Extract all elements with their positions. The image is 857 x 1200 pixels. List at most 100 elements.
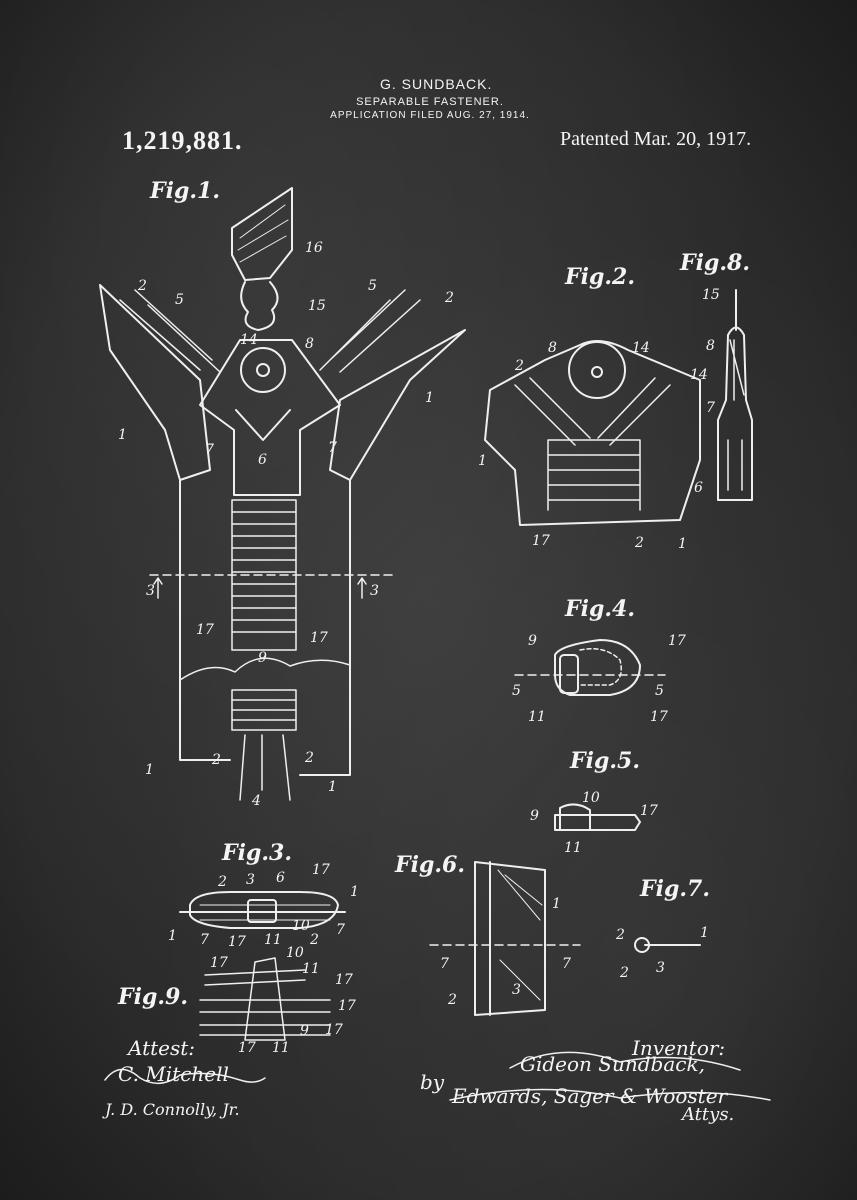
inventor-signature-scribble: [509, 1051, 741, 1071]
fig4-label: Fig.4.: [565, 596, 635, 622]
fig3-section: [189, 891, 339, 929]
fig1-pull-tab: [231, 187, 293, 281]
fig2-ref-17: 17: [532, 533, 550, 549]
fig5-tooth: [554, 814, 641, 831]
fig9-ref-9: 9: [300, 1023, 309, 1039]
inventor-signature: Gideon Sundback,: [520, 1052, 705, 1076]
fig2-ref-1-a: 1: [478, 453, 487, 469]
fig5-ref-10: 10: [582, 790, 600, 806]
ref-15: 15: [308, 298, 326, 314]
fig6-ref-7-b: 7: [562, 956, 571, 972]
fig1-right-teeth-arm: [319, 289, 421, 373]
fig1-left-tape: [99, 284, 231, 761]
fig1-break-line: [179, 657, 351, 681]
fig5-ref-17: 17: [640, 803, 658, 819]
fig9-ref-17-a: 17: [210, 955, 228, 971]
fig3-ref-17-a: 17: [312, 862, 330, 878]
ref-4: 4: [252, 793, 261, 809]
fig8-ref-8: 8: [706, 338, 715, 354]
fig4-ref-9: 9: [528, 633, 537, 649]
fig3-ref-6: 6: [276, 870, 285, 886]
fig2-slider-lug: [568, 341, 626, 399]
fig1-right-tape: [299, 329, 466, 776]
fig1-slider-throat: [235, 409, 291, 441]
witness2-signature: J. D. Connolly, Jr.: [105, 1100, 240, 1119]
fig4-ref-5-b: 5: [655, 683, 664, 699]
ref-17-a: 17: [196, 622, 214, 638]
fig1-slider-lug: [240, 347, 286, 393]
fig6-ref-2: 2: [448, 992, 457, 1008]
fig3-ref-10: 10: [292, 918, 310, 934]
fig4-ref-17-a: 17: [668, 633, 686, 649]
fig6-ref-7-a: 7: [440, 956, 449, 972]
ref-3-a: 3: [146, 583, 155, 599]
ref-2-a: 2: [138, 278, 147, 294]
fig4-ref-17-b: 17: [650, 709, 668, 725]
fig3-ref-17-b: 17: [228, 934, 246, 950]
ref-1-a: 1: [118, 427, 127, 443]
patent-number: 1,219,881.: [122, 126, 243, 155]
fig3-ref-2-b: 2: [310, 932, 319, 948]
ref-17-b: 17: [310, 630, 328, 646]
fig9-ref-17-e: 17: [238, 1040, 256, 1056]
fig3-jaw: [247, 899, 277, 923]
fig9-label: Fig.9.: [118, 984, 188, 1010]
fig6-label: Fig.6.: [395, 852, 465, 878]
fig9-tooth-3: [199, 1024, 331, 1036]
fig9-ref-17-b: 17: [335, 972, 353, 988]
ref-5-a: 5: [175, 292, 184, 308]
attys-label: Attys.: [682, 1104, 735, 1125]
fig9-ref-11-a: 11: [302, 961, 320, 977]
fig4-jaw: [559, 654, 579, 694]
fig4-hidden-lines: [579, 648, 622, 686]
fig9-ref-11-b: 11: [272, 1040, 290, 1056]
fig8-slider-section: [717, 326, 753, 501]
fig1-slider-body: [199, 339, 341, 496]
fig4-tooth: [554, 639, 641, 696]
fig1-drawing: [99, 187, 466, 801]
ref-1-b: 1: [425, 390, 434, 406]
ref-3-b: 3: [370, 583, 379, 599]
header-title: SEPARABLE FASTENER.: [356, 96, 504, 108]
attorneys-signature-scribble: [449, 1088, 771, 1101]
fig7-drawing: [634, 937, 701, 953]
fig2-outline: [484, 340, 701, 526]
fig3-ref-1-a: 1: [350, 884, 359, 900]
fig2-ref-14: 14: [632, 340, 650, 356]
fig9-tooth-1: [204, 969, 306, 986]
ref-2-b: 2: [445, 290, 454, 306]
fig2-pin: [591, 366, 603, 378]
fig8-hatch: [727, 339, 745, 491]
fig9-drawing: [199, 957, 331, 1041]
fig9-ref-17-c: 17: [338, 998, 356, 1014]
by-label: by: [420, 1070, 445, 1094]
ref-5-b: 5: [368, 278, 377, 294]
fig2-ref-1-b: 1: [678, 536, 687, 552]
fig8-ref-7: 7: [706, 400, 715, 416]
fig3-ref-1-b: 1: [168, 928, 177, 944]
fig9-interlock: [244, 957, 286, 1041]
fig4-ref-5-a: 5: [512, 683, 521, 699]
fig8-ref-14: 14: [690, 367, 708, 383]
fig2-drawing: [484, 340, 701, 526]
fig1-section-arrows: [153, 577, 367, 599]
witness1-signature: C. Mitchell: [118, 1062, 229, 1086]
fig7-ref-2-b: 2: [620, 965, 629, 981]
attorneys-signature: Edwards, Sager & Wooster: [452, 1084, 728, 1108]
ref-2-c: 2: [212, 752, 221, 768]
fig7-label: Fig.7.: [640, 876, 710, 902]
fig5-ref-11: 11: [564, 840, 582, 856]
fig6-ref-1: 1: [552, 896, 561, 912]
ref-2-d: 2: [305, 750, 314, 766]
fig3-inner-lines: [199, 904, 331, 921]
fig2-teeth: [547, 439, 641, 511]
ref-7-b: 7: [328, 440, 337, 456]
attest-label: Attest:: [128, 1036, 196, 1060]
ref-7-a: 7: [205, 442, 214, 458]
ref-1-c: 1: [145, 762, 154, 778]
fig1-label: Fig.1.: [150, 178, 220, 204]
fig2-crossed-teeth: [514, 377, 671, 446]
fig8-label: Fig.8.: [680, 250, 750, 276]
fig1-slider-pin: [256, 363, 270, 377]
